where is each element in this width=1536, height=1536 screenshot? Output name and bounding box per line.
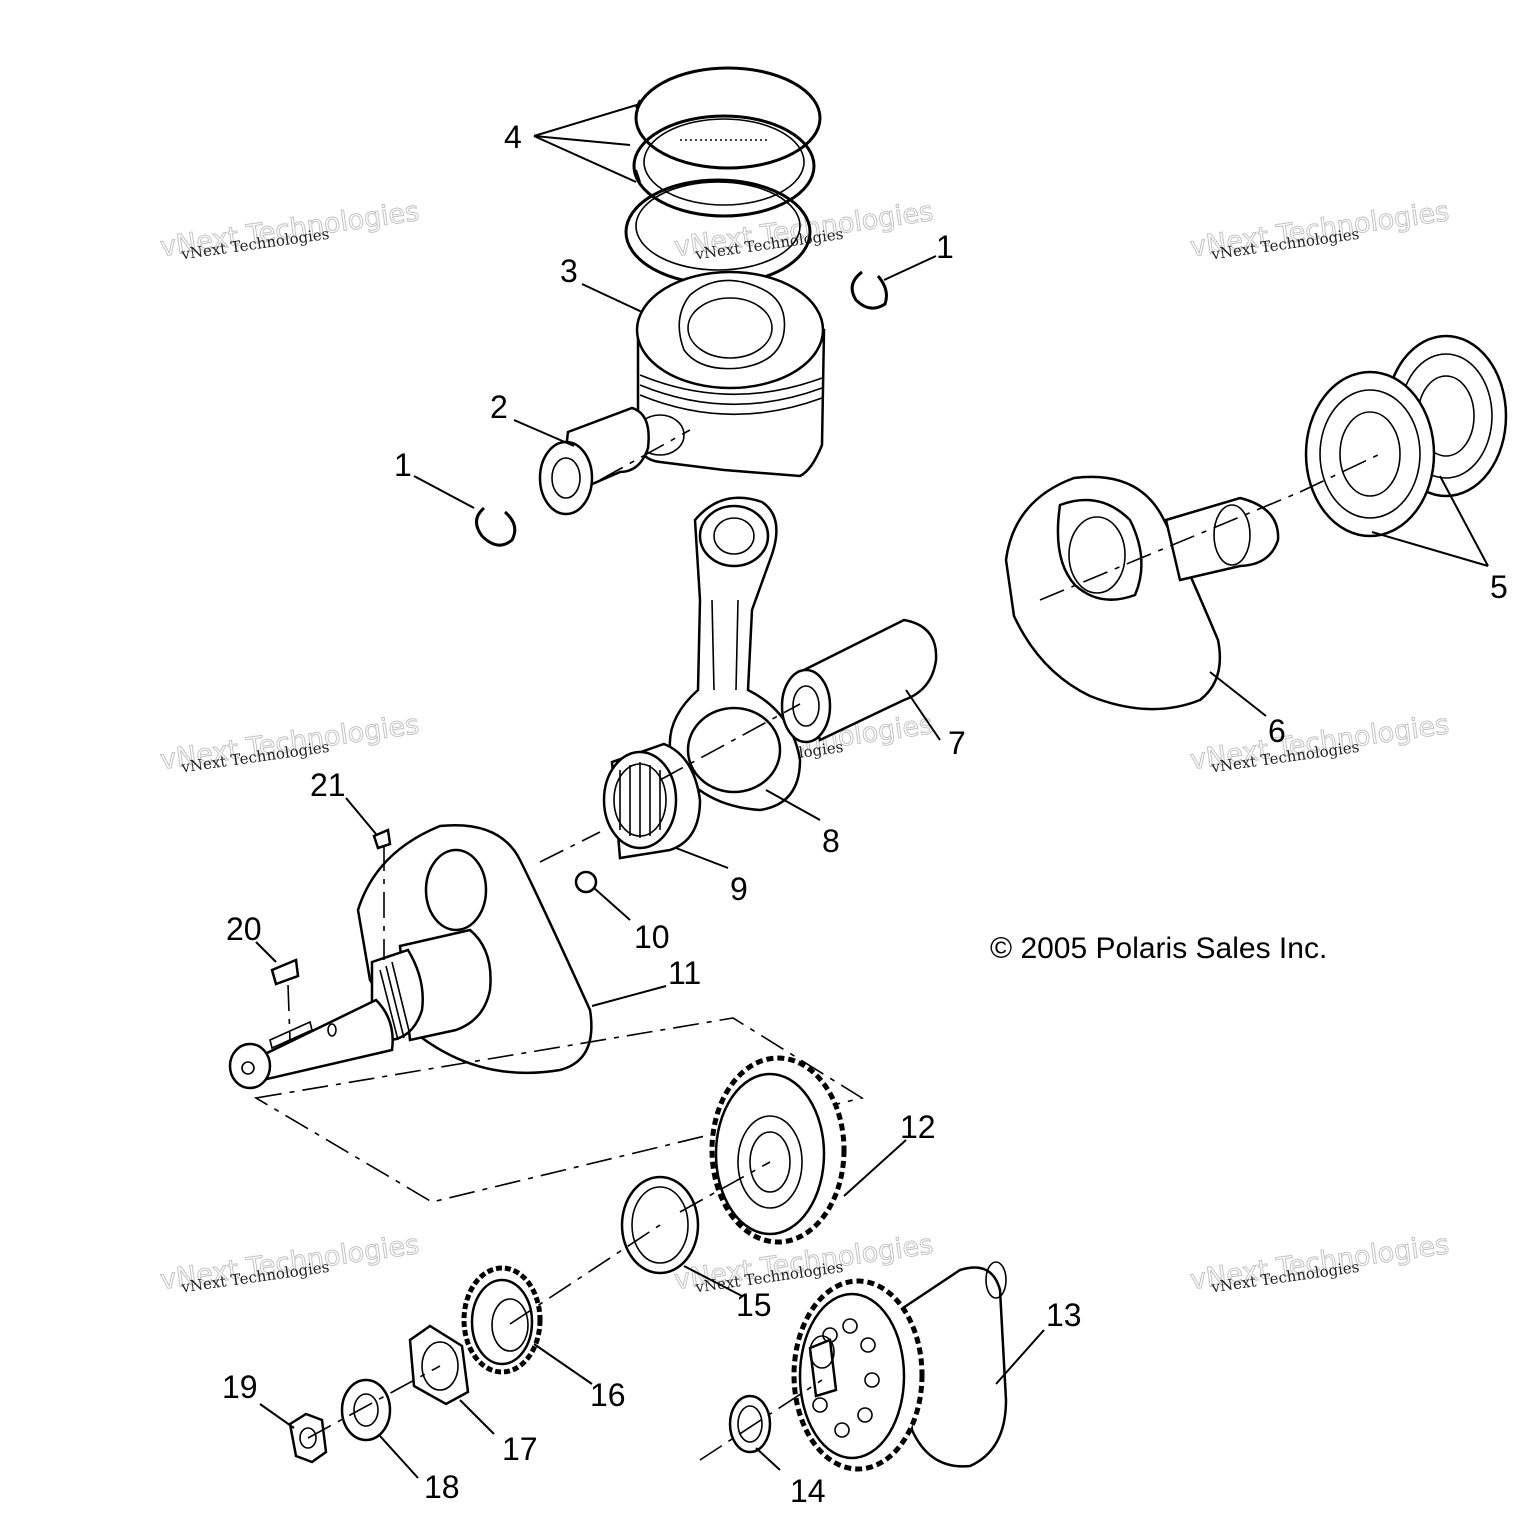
callout-7: 7 (948, 725, 966, 761)
crankshaft-left-half (228, 824, 593, 1090)
watermark: vNext Technologies vNext Technologies (158, 196, 422, 264)
balance-shaft (791, 1261, 1008, 1472)
callout-6: 6 (1268, 713, 1286, 749)
watermark: vNext Technologies vNext Technologies (1188, 1229, 1452, 1297)
ball-10 (574, 870, 598, 894)
connecting-rod (668, 496, 802, 812)
watermark: vNext Technologies vNext Technologies (158, 709, 422, 777)
callout-1-left: 1 (394, 447, 412, 483)
callout-14: 14 (790, 1473, 826, 1509)
drive-gear (709, 1055, 847, 1245)
needle-bearing (602, 742, 702, 860)
callouts: 4 3 1 2 1 5 6 7 8 21 9 10 20 11 12 13 15… (222, 119, 1508, 1509)
callout-20: 20 (226, 911, 262, 947)
callout-3: 3 (560, 253, 578, 289)
watermark: vNext Technologies vNext Technologies (1188, 709, 1452, 777)
callout-8: 8 (822, 823, 840, 859)
watermark: vNext Technologies vNext Technologies (158, 1229, 422, 1297)
assembly-outline (253, 1017, 865, 1203)
callout-16: 16 (590, 1377, 626, 1413)
circlip-right (850, 270, 888, 310)
crankshaft-right-half (1004, 475, 1280, 711)
watermark: vNext Technologies vNext Technologies (672, 196, 936, 264)
callout-13: 13 (1046, 1297, 1082, 1333)
piston (635, 270, 826, 478)
piston-pin (538, 406, 650, 516)
callout-21: 21 (310, 767, 346, 803)
centerlines (287, 429, 1381, 1461)
woodruff-key-20 (270, 958, 300, 986)
watermark: vNext Technologies vNext Technologies (672, 1229, 936, 1297)
callout-19: 19 (222, 1369, 258, 1405)
main-bearings (1304, 334, 1508, 538)
crank-pin (780, 618, 938, 744)
callout-4: 4 (504, 119, 522, 155)
callout-17: 17 (502, 1431, 538, 1467)
castellated-nut (408, 1324, 470, 1406)
callout-12: 12 (900, 1109, 936, 1145)
circlip-left (475, 506, 517, 547)
leader-lines (255, 103, 1489, 1479)
key-21 (372, 828, 392, 850)
copyright-notice: © 2005 Polaris Sales Inc. (990, 932, 1327, 965)
callout-2: 2 (490, 389, 508, 425)
callout-1-right: 1 (936, 229, 954, 265)
callout-18: 18 (424, 1469, 460, 1505)
callout-15: 15 (736, 1287, 772, 1323)
balance-shaft-washer (728, 1394, 772, 1454)
flat-washer (340, 1378, 392, 1442)
callout-10: 10 (634, 919, 670, 955)
callout-9: 9 (730, 871, 748, 907)
callout-5: 5 (1490, 569, 1508, 605)
watermark: vNext Technologies vNext Technologies (1188, 196, 1452, 264)
callout-11: 11 (668, 955, 701, 991)
sprocket-gear (461, 1265, 543, 1375)
